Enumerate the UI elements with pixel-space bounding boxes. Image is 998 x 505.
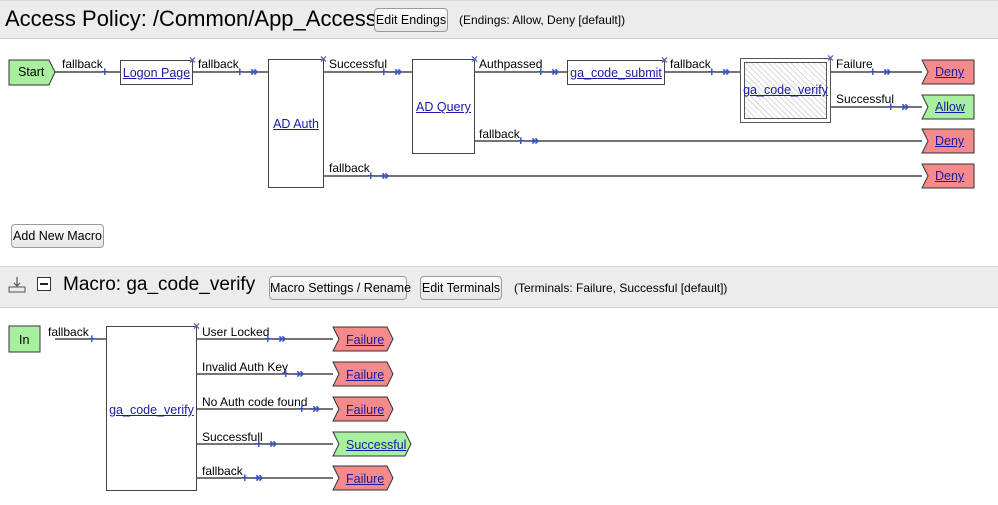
- delete-icon[interactable]: ×: [470, 52, 478, 66]
- macro-ga-code-verify-link[interactable]: ga_code_verify: [109, 403, 194, 417]
- add-item-icon[interactable]: + ↠: [264, 331, 287, 346]
- branch-label: fallback: [198, 57, 239, 71]
- branch-label: fallback: [329, 161, 370, 175]
- branch-label: User Locked: [202, 325, 270, 339]
- macro-hatch-pattern: [744, 62, 827, 119]
- add-item-icon[interactable]: + ↠: [236, 64, 259, 79]
- branch-label: Failure: [836, 57, 873, 71]
- ad-query-link[interactable]: AD Query: [416, 100, 471, 114]
- branch-label: fallback: [62, 57, 103, 71]
- ending-deny-link[interactable]: Deny: [935, 134, 965, 148]
- terminal-failure-4-shape: [332, 465, 394, 491]
- ending-allow-shape: [921, 94, 975, 120]
- add-item-icon[interactable]: + ↠: [517, 133, 540, 148]
- ending-deny-2-shape: [921, 128, 975, 154]
- macro-ga-code-verify-node[interactable]: ga_code_verify ×: [106, 320, 200, 491]
- endings-note: (Endings: Allow, Deny [default]): [459, 13, 626, 27]
- branch-label: fallback: [48, 325, 89, 339]
- terminals-note: (Terminals: Failure, Successful [default…: [514, 281, 728, 295]
- branch-label: Invalid Auth Key: [202, 360, 289, 374]
- terminal-failure-link[interactable]: Failure: [346, 472, 385, 486]
- delete-icon[interactable]: ×: [192, 319, 200, 333]
- edit-terminals-button[interactable]: Edit Terminals: [420, 276, 502, 300]
- branch-label: Authpassed: [479, 57, 543, 71]
- ending-deny-link[interactable]: Deny: [935, 169, 965, 183]
- ending-deny-3-shape: [921, 163, 975, 189]
- add-item-icon[interactable]: + ↠: [298, 401, 321, 416]
- terminal-successful-shape: [332, 431, 412, 457]
- terminal-failure-link[interactable]: Failure: [346, 333, 385, 347]
- ad-auth-link[interactable]: AD Auth: [273, 117, 319, 131]
- add-item-icon[interactable]: + ↠: [255, 436, 278, 451]
- add-item-icon[interactable]: + ↠: [887, 99, 910, 114]
- add-item-icon[interactable]: + ↠: [380, 64, 403, 79]
- add-item-icon[interactable]: + ↠: [708, 64, 731, 79]
- terminal-failure-link[interactable]: Failure: [346, 403, 385, 417]
- ending-deny-link[interactable]: Deny: [935, 65, 965, 79]
- policy-title: Access Policy: /Common/App_Access_MFA: [5, 6, 435, 31]
- macro-in-label: In: [19, 333, 30, 347]
- add-item-icon[interactable]: + ↠: [282, 366, 305, 381]
- ga-code-submit-link[interactable]: ga_code_submit: [570, 66, 662, 80]
- add-item-icon[interactable]: + ↠: [869, 64, 892, 79]
- branch-label: Successful: [329, 57, 388, 71]
- branch-label: No Auth code found: [202, 395, 308, 409]
- add-new-macro-button[interactable]: Add New Macro: [11, 224, 104, 248]
- logon-page-link[interactable]: Logon Page: [122, 66, 191, 80]
- delete-icon[interactable]: ×: [826, 51, 834, 65]
- delete-icon[interactable]: ×: [660, 53, 668, 67]
- macro-settings-rename-button[interactable]: Macro Settings / Rename: [269, 276, 411, 300]
- branch-label: Successfull: [202, 430, 263, 444]
- start-label: Start: [18, 65, 45, 79]
- ad-auth-node[interactable]: AD Auth ×: [268, 53, 327, 188]
- terminal-successful-link[interactable]: Successful: [346, 438, 407, 452]
- ga-code-verify-link[interactable]: ga_code_verify: [743, 83, 828, 97]
- delete-icon[interactable]: ×: [319, 52, 327, 66]
- branch-label: fallback: [202, 464, 243, 478]
- add-item-icon[interactable]: +: [101, 64, 109, 79]
- add-item-icon[interactable]: + ↠: [537, 64, 560, 79]
- ga-code-submit-node[interactable]: ga_code_submit ×: [567, 54, 668, 85]
- add-item-icon[interactable]: + ↠: [241, 470, 264, 485]
- macro-move-icon[interactable]: [8, 276, 26, 294]
- macro-in-shape: [8, 325, 41, 353]
- add-item-icon[interactable]: + ↠: [367, 168, 390, 183]
- branch-label: fallback: [479, 127, 520, 141]
- collapse-icon[interactable]: [37, 277, 51, 291]
- ending-allow-link[interactable]: Allow: [935, 100, 965, 114]
- ga-code-verify-macro-node[interactable]: ga_code_verify ×: [740, 52, 834, 123]
- edit-endings-button[interactable]: Edit Endings: [374, 8, 448, 32]
- macro-title: Macro: ga_code_verify: [63, 274, 256, 295]
- start-terminal-shape: [8, 59, 56, 86]
- terminal-failure-3-shape: [332, 396, 394, 422]
- branch-label: fallback: [670, 57, 711, 71]
- ad-query-node[interactable]: AD Query ×: [412, 53, 478, 154]
- delete-icon[interactable]: ×: [188, 53, 196, 67]
- add-item-icon[interactable]: +: [88, 331, 96, 346]
- ending-deny-1-shape: [921, 59, 975, 85]
- logon-page-node[interactable]: Logon Page ×: [120, 54, 196, 85]
- terminal-failure-2-shape: [332, 361, 394, 387]
- terminal-failure-1-shape: [332, 326, 394, 352]
- policy-header-bar: [0, 0, 998, 39]
- terminal-failure-link[interactable]: Failure: [346, 368, 385, 382]
- branch-label: Successful: [836, 92, 895, 106]
